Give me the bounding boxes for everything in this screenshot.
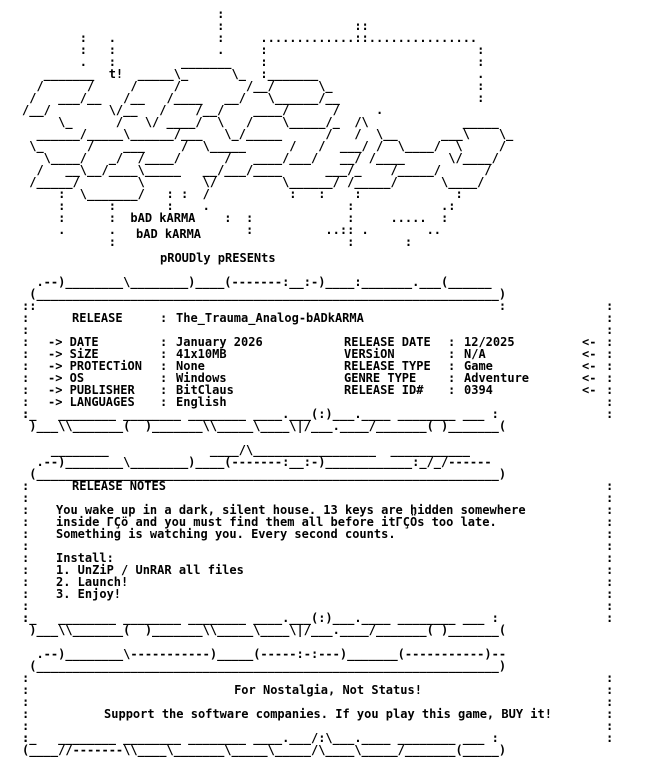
- arrow-icon: <-: [582, 383, 597, 397]
- footer-support: Support the software companies. If you p…: [104, 707, 552, 721]
- logo-ascii-art: : : :: : . : .............::............…: [22, 7, 514, 249]
- footer-slogan: For Nostalgia, Not Status!: [234, 683, 422, 697]
- presents-text: pROUDly pRESENts: [160, 251, 276, 265]
- left-label: -> PUBLISHER: [48, 383, 135, 397]
- install-step: 3. Enjoy!: [56, 587, 122, 601]
- right-value: 0394: [464, 383, 493, 397]
- right-label: RELEASE DATE: [344, 335, 431, 349]
- notes-box-sides-right: : : : : : : : : : : : :: [606, 479, 614, 625]
- left-label: -> DATE: [48, 335, 99, 349]
- footer-box-bottom-border: :_ ________ ________ ________ ____.___/:…: [22, 731, 507, 757]
- notes-line: Something is watching you. Every second …: [56, 527, 396, 541]
- install-title: Install:: [56, 551, 114, 565]
- release-box-sides-right: : : : : : : : : : :: [606, 299, 614, 421]
- notes-box-top-border: ________ ____/\_________________ _______…: [29, 443, 507, 481]
- right-value: 12/2025: [464, 335, 515, 349]
- release-label: RELEASE: [72, 311, 123, 325]
- left-value: BitClaus: [176, 383, 234, 397]
- left-value: English: [176, 395, 227, 409]
- release-box-bottom-border: :_ ________ ________ ________ ____.___(:…: [22, 407, 507, 433]
- arrow-icon: <-: [582, 359, 597, 373]
- right-label: VERSiON: [344, 347, 395, 361]
- arrow-icon: <-: [582, 335, 597, 349]
- footer-box-sides: : : : : : :: [22, 671, 30, 745]
- right-label: RELEASE ID#: [344, 383, 424, 397]
- install-step: 1. UnZiP / UnRAR all files: [56, 563, 244, 577]
- footer-box-sides-right: : : : : : :: [606, 671, 614, 745]
- left-value: January 2026: [176, 335, 263, 349]
- left-value: None: [176, 359, 205, 373]
- release-box-top-border: .--)________\________)____(-------:__:-)…: [29, 275, 507, 313]
- right-value: N/A: [464, 347, 486, 361]
- group-name: bAD kARMA: [136, 227, 202, 241]
- install-step: 2. Launch!: [56, 575, 129, 589]
- left-value: Windows: [176, 371, 227, 385]
- right-value: Game: [464, 359, 493, 373]
- footer-box-top-border: .--)________\-----------)_____(-----:-:-…: [29, 647, 507, 673]
- arrow-icon: <-: [582, 347, 597, 361]
- left-label: -> SiZE: [48, 347, 99, 361]
- right-value: Adventure: [464, 371, 530, 385]
- release-box-sides: : : : : : : : : : :: [22, 299, 30, 421]
- right-label: RELEASE TYPE: [344, 359, 431, 373]
- notes-box-bottom-border: :_ ________ ________ ________ ____.___(:…: [22, 611, 507, 637]
- release-value: The_Trauma_Analog-bADkARMA: [176, 311, 364, 325]
- notes-line: You wake up in a dark, silent house. 13 …: [56, 503, 526, 517]
- right-label: GENRE TYPE: [344, 371, 417, 385]
- notes-title: RELEASE NOTES: [72, 479, 166, 493]
- arrow-icon: <-: [582, 371, 597, 385]
- notes-line: inside ΓÇö and you must find them all be…: [56, 515, 497, 529]
- notes-box-sides: : : : : : : : : : : : :: [22, 479, 30, 625]
- left-label: -> OS: [48, 371, 85, 385]
- left-label: -> LANGUAGES: [48, 395, 135, 409]
- left-value: 41x10MB: [176, 347, 227, 361]
- left-label: -> PROTECTiON: [48, 359, 142, 373]
